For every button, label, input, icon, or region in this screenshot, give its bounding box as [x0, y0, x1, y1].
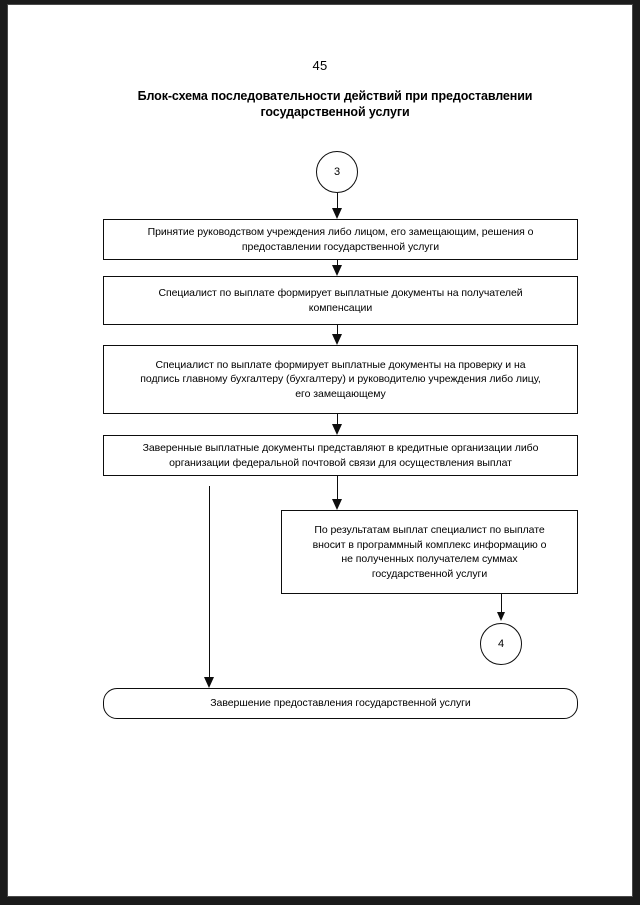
process-node-2: Специалист по выплате формирует выплатны…: [103, 276, 578, 325]
scan-border-left: [0, 0, 7, 905]
connector-circle-entry: 3: [316, 151, 358, 193]
connector-circle-exit: 4: [480, 623, 522, 665]
scan-border-top: [0, 0, 640, 4]
page-title: Блок-схема последовательности действий п…: [137, 89, 533, 119]
scan-border-right: [633, 0, 640, 905]
process-node-3-label: Специалист по выплате формирует выплатны…: [140, 358, 541, 400]
process-node-1-label: Принятие руководством учреждения либо ли…: [147, 226, 534, 253]
process-node-4: Заверенные выплатные документы представл…: [103, 435, 578, 476]
page-number: 45: [312, 58, 328, 73]
terminator-node-end: Завершение предоставления государственно…: [103, 688, 578, 719]
process-node-1: Принятие руководством учреждения либо ли…: [103, 219, 578, 260]
process-node-4-label: Заверенные выплатные документы представл…: [142, 442, 539, 469]
process-node-5: По результатам выплат специалист по выпл…: [281, 510, 578, 594]
terminator-node-end-label: Завершение предоставления государственно…: [210, 697, 471, 710]
scan-border-bottom: [0, 897, 640, 905]
process-node-3: Специалист по выплате формирует выплатны…: [103, 345, 578, 414]
process-node-5-label: По результатам выплат специалист по выпл…: [312, 524, 547, 580]
process-node-2-label: Специалист по выплате формирует выплатны…: [158, 287, 523, 314]
